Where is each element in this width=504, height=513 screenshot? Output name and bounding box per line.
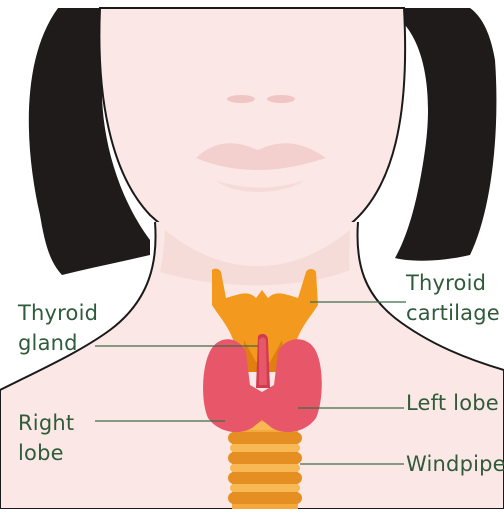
label-thyroid-gland-line2: gland xyxy=(18,328,98,358)
label-right-lobe-line2: lobe xyxy=(18,438,74,468)
label-windpipe: Windpipe xyxy=(406,449,504,479)
label-thyroid-cartilage: Thyroid cartilage xyxy=(406,268,500,328)
nose-right xyxy=(267,95,295,103)
label-right-lobe: Right lobe xyxy=(18,408,74,468)
label-thyroid-cartilage-line1: Thyroid xyxy=(406,268,500,298)
isthmus-highlight xyxy=(259,338,267,385)
label-thyroid-gland-line1: Thyroid xyxy=(18,298,98,328)
label-right-lobe-line1: Right xyxy=(18,408,74,438)
nose-left xyxy=(227,95,255,103)
label-left-lobe: Left lobe xyxy=(406,388,499,418)
label-thyroid-gland: Thyroid gland xyxy=(18,298,98,358)
label-thyroid-cartilage-line2: cartilage xyxy=(406,298,500,328)
